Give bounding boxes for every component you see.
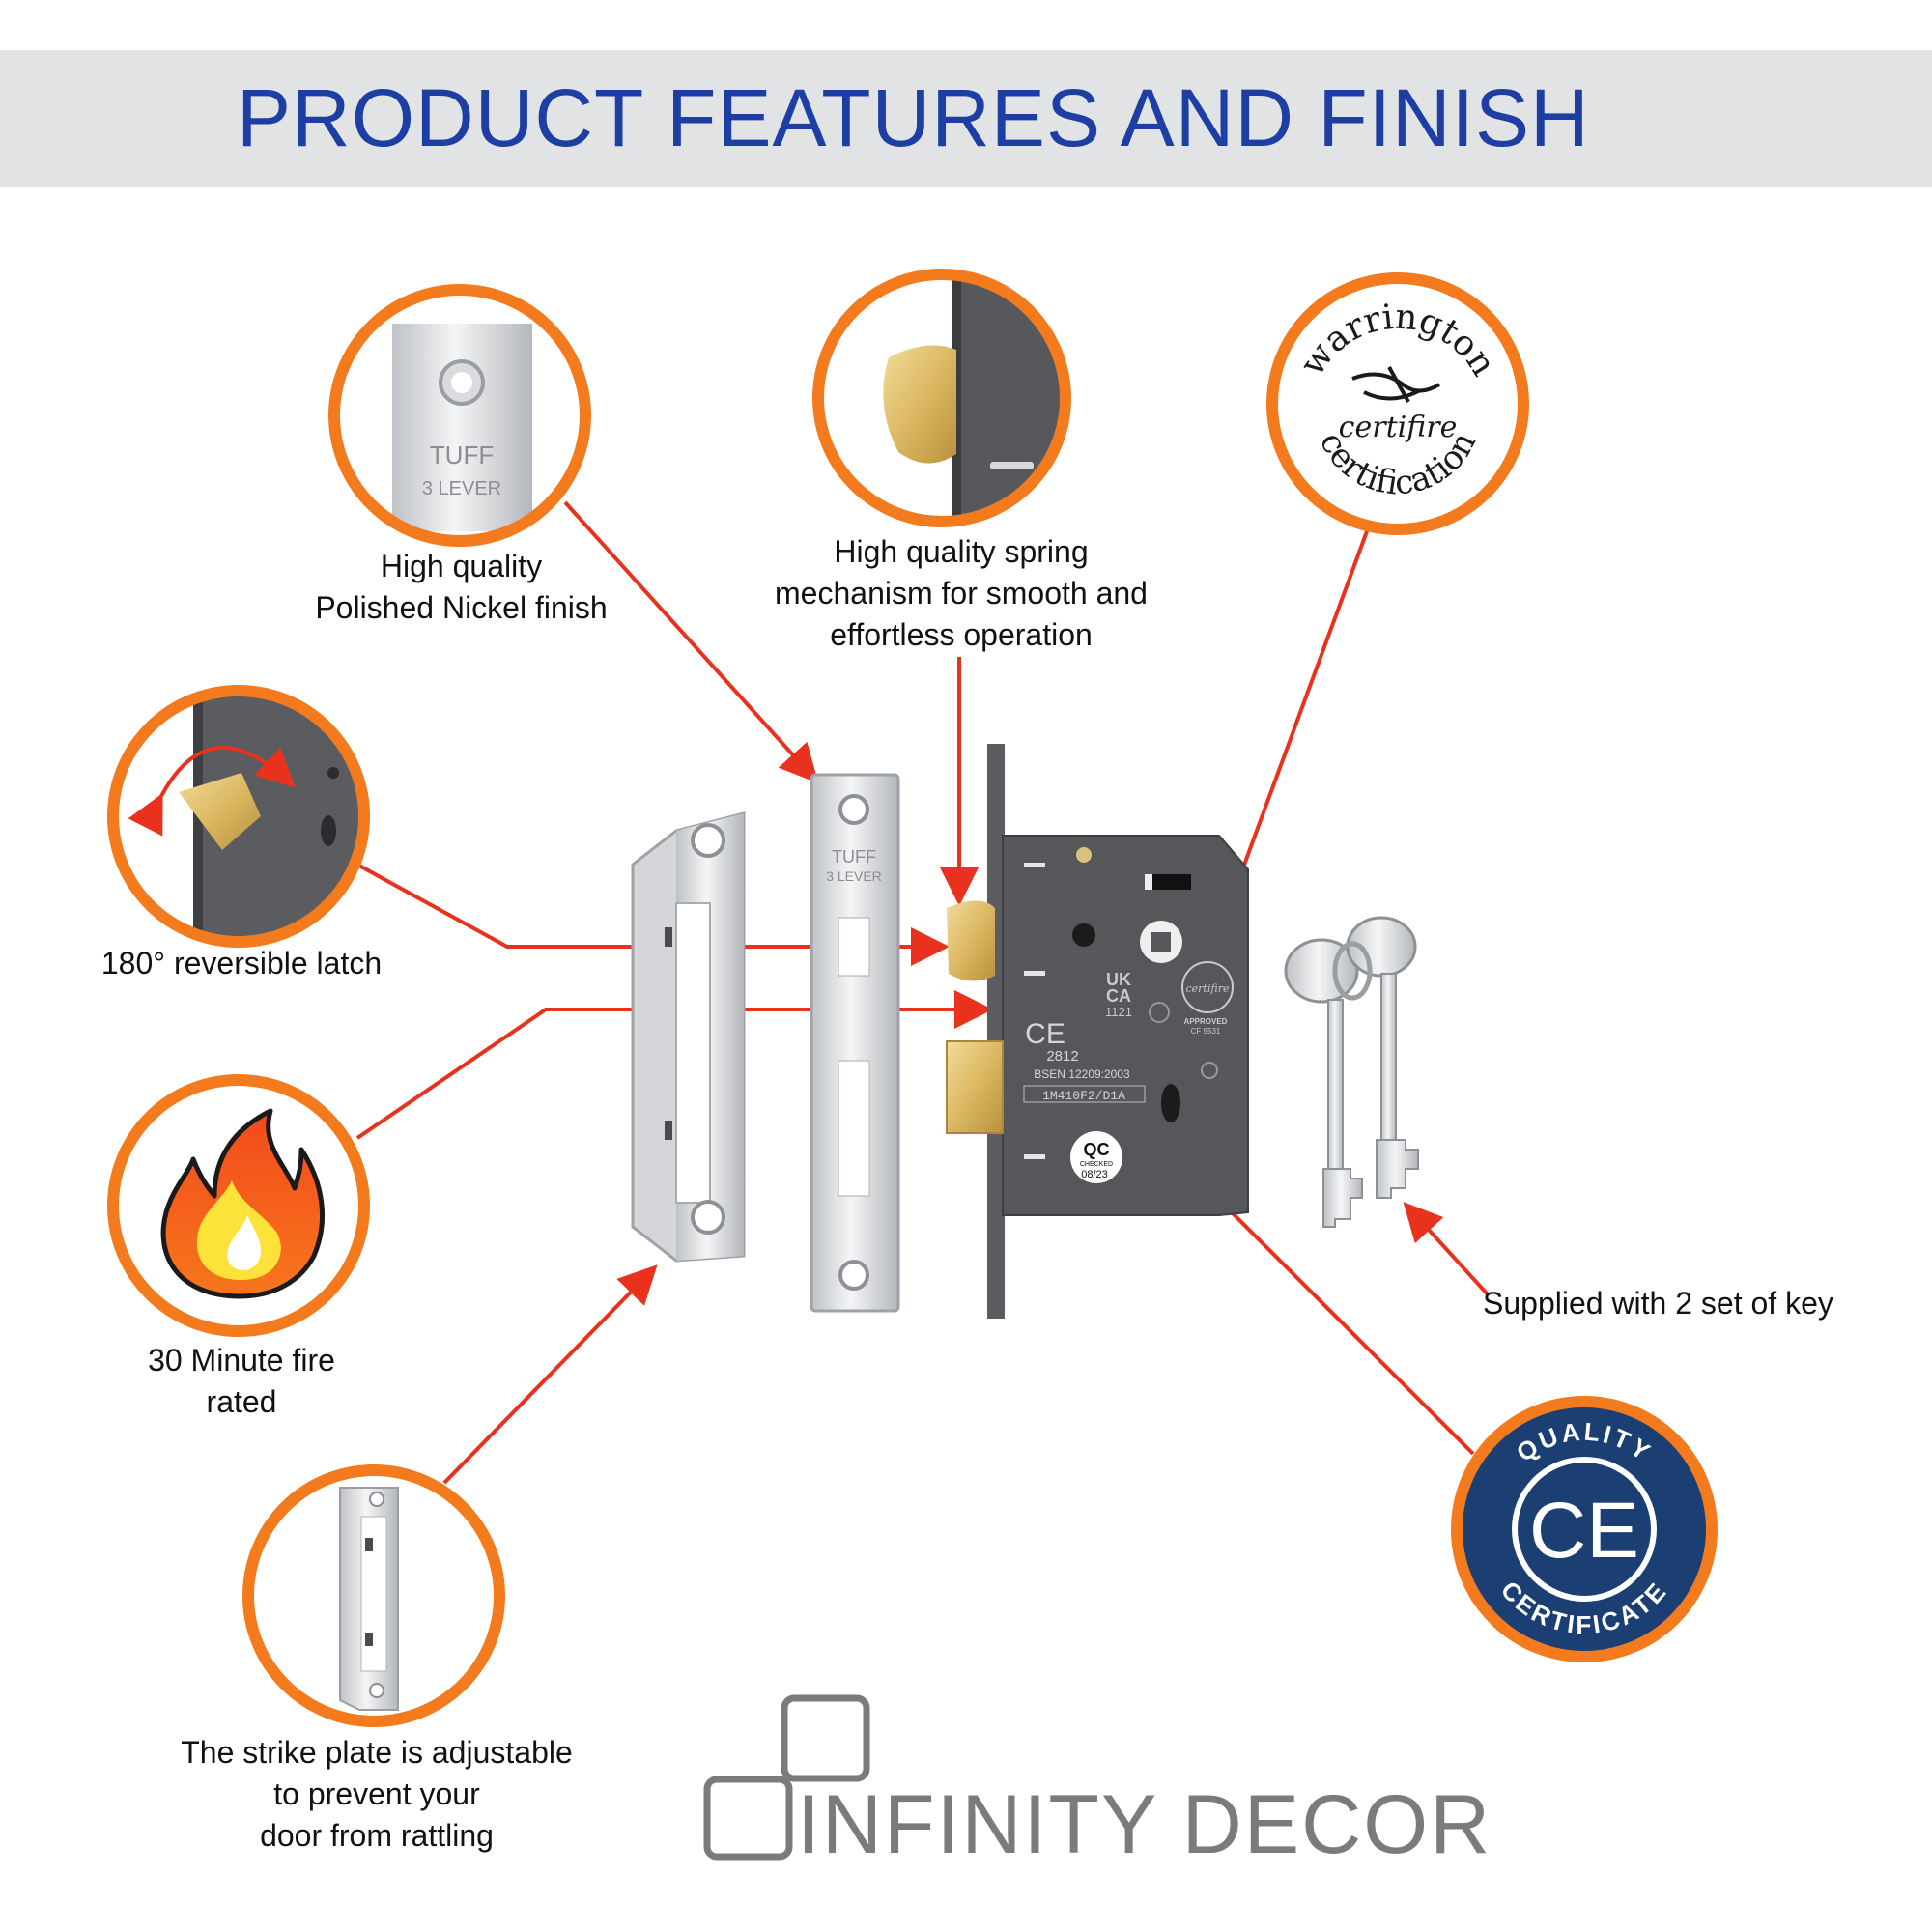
strike-plate-product [631, 811, 746, 1263]
caption-latch-line1: 180° reversible latch [100, 946, 383, 980]
qc-date-text: 08/23 [1081, 1169, 1108, 1180]
case-ca-text: CA [1106, 986, 1131, 1006]
caption-strike-line2: to prevent your [273, 1776, 480, 1811]
caption-spring-mechanism: High quality spring mechanism for smooth… [744, 531, 1179, 656]
keys-product [1284, 916, 1419, 1228]
sashlock-body: UK CA 1121 certifire APPROVED CF 5531 CE… [946, 744, 1249, 1319]
case-approved-text: APPROVED [1184, 1017, 1228, 1026]
warrington-certifire-badge: warrington certification certifire [1266, 272, 1529, 535]
caption-fire-line2: rated [206, 1384, 277, 1419]
caption-nickel-line1: High quality [380, 549, 543, 583]
case-uk-text: UK [1106, 970, 1131, 989]
caption-keys-line1: Supplied with 2 set of key [1483, 1286, 1833, 1321]
caption-reversible-latch: 180° reversible latch [77, 943, 406, 984]
reversible-latch-circle [107, 685, 370, 948]
nickel-circle-lever-text: 3 LEVER [422, 478, 501, 499]
caption-strike-line3: door from rattling [260, 1818, 494, 1853]
nickel-circle-tuff-text: TUFF [430, 440, 494, 469]
case-standard-text: BSEN 12209:2003 [1034, 1067, 1130, 1081]
caption-keys: Supplied with 2 set of key [1483, 1283, 1898, 1324]
caption-spring-line3: effortless operation [830, 617, 1093, 652]
arrow-latch [356, 863, 950, 966]
caption-nickel-finish: High quality Polished Nickel finish [290, 546, 633, 629]
page-title: PRODUCT FEATURES AND FINISH [237, 72, 1590, 163]
caption-spring-line2: mechanism for smooth and [775, 576, 1148, 611]
caption-fire-rated: 30 Minute fire rated [126, 1340, 357, 1423]
arrow-nickel [563, 500, 819, 783]
certifire-logo-icon [1351, 366, 1441, 403]
arrow-strike [442, 1264, 658, 1485]
nickel-finish-circle: TUFF 3 LEVER [328, 284, 591, 547]
case-certifire-text: certifire [1186, 982, 1230, 995]
arrow-keys [1403, 1202, 1490, 1296]
brand-wordmark: INFINITY DECOR [797, 1778, 1492, 1871]
qc-title-text: QC [1084, 1140, 1110, 1159]
certifire-brand-text: certifire [1339, 411, 1458, 444]
ce-mark-text: CE [1529, 1487, 1639, 1575]
caption-spring-line1: High quality spring [834, 534, 1089, 569]
caption-nickel-line2: Polished Nickel finish [315, 590, 608, 625]
caption-strike-plate: The strike plate is adjustable to preven… [155, 1732, 599, 1857]
fire-rated-circle [107, 1074, 370, 1337]
case-ce-text: CE [1025, 1018, 1065, 1050]
forend-plate-product: TUFF 3 LEVER [810, 773, 900, 1313]
header-banner [0, 50, 1932, 187]
case-code-text: 1M410F2/D1A [1042, 1089, 1125, 1103]
ce-certificate-badge: QUALITY CERTIFICATE CE [1451, 1396, 1718, 1662]
strike-plate-circle [242, 1464, 505, 1727]
spring-mechanism-circle [812, 269, 1071, 527]
case-cert-number-text: CF 5531 [1191, 1027, 1221, 1036]
forend-lever-text: 3 LEVER [826, 868, 882, 884]
forend-tuff-text: TUFF [832, 847, 876, 867]
caption-fire-line1: 30 Minute fire [148, 1343, 335, 1378]
case-ce-num-text: 2812 [1046, 1048, 1078, 1065]
infinity-decor-logo-icon [703, 1694, 870, 1861]
caption-strike-line1: The strike plate is adjustable [181, 1735, 573, 1770]
case-ukca-num-text: 1121 [1105, 1005, 1132, 1019]
qc-sub-text: CHECKED [1080, 1161, 1113, 1168]
